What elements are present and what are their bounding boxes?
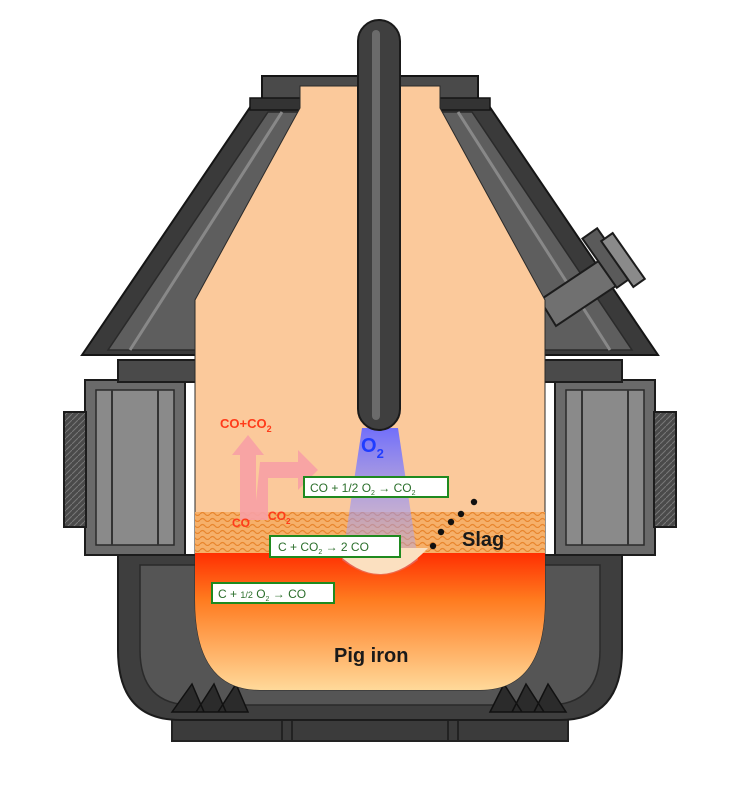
- slag-label: Slag: [462, 529, 504, 551]
- co-label: CO: [232, 516, 250, 530]
- svg-text:C + 1/2 O2 → CO: C + 1/2 O2 → CO: [218, 587, 306, 603]
- equation-co-oxidation: CO + 1/2 O2 → CO2: [303, 476, 449, 498]
- co2-label: CO2: [268, 509, 291, 526]
- offgas-arrows: [232, 435, 318, 520]
- svg-text:C + CO2 → 2 CO: C + CO2 → 2 CO: [278, 540, 369, 556]
- equation-carbon-oxidation: C + 1/2 O2 → CO: [211, 582, 335, 604]
- oxygen-lance: [357, 19, 401, 431]
- oxygen-label: O2: [361, 435, 384, 461]
- trunnion-ring: [63, 359, 677, 556]
- offgas-label: CO+CO2: [220, 416, 272, 434]
- tap-nozzle: [538, 226, 647, 328]
- pig-iron-label: Pig iron: [334, 645, 408, 667]
- slag-particles: [429, 498, 478, 550]
- svg-text:CO + 1/2 O2 → CO2: CO + 1/2 O2 → CO2: [310, 481, 416, 497]
- equation-boudouard: C + CO2 → 2 CO: [269, 535, 401, 558]
